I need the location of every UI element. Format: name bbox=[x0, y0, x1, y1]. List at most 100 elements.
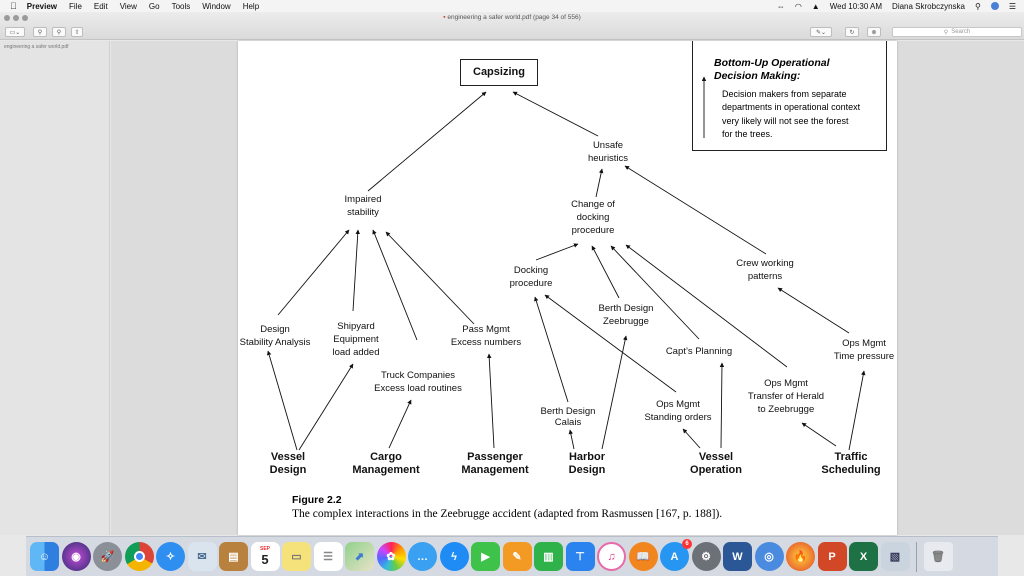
sidebar-toggle-button[interactable]: ▭⌄ bbox=[5, 27, 25, 37]
reminders-icon[interactable]: ☰ bbox=[313, 542, 343, 571]
minimize-window-icon[interactable] bbox=[13, 15, 19, 21]
messages-icon[interactable]: … bbox=[408, 542, 437, 571]
node-capsizing: Capsizing bbox=[460, 59, 538, 86]
callout-box: Bottom-Up Operational Decision Making: D… bbox=[692, 41, 887, 151]
chrome-canary-icon[interactable]: ◎ bbox=[754, 542, 784, 571]
search-icon: ⚲ bbox=[943, 29, 949, 36]
arrow-cargo-to-truck bbox=[388, 399, 412, 449]
node-shipyard: Shipyard Equipment load added bbox=[332, 321, 380, 358]
zoom-in-button[interactable]: ⚲ bbox=[52, 27, 66, 37]
zoom-out-button[interactable]: ⚲ bbox=[33, 27, 47, 37]
rotate-button[interactable]: ↻ bbox=[845, 27, 859, 37]
excel-icon[interactable]: X bbox=[849, 542, 878, 571]
dock-separator bbox=[916, 541, 917, 572]
app-store-icon[interactable]: A 6 bbox=[660, 539, 692, 571]
pdf-page[interactable]: Bottom-Up Operational Decision Making: D… bbox=[238, 41, 897, 535]
figure-label: Figure 2.2 bbox=[292, 494, 342, 506]
menu-view[interactable]: View bbox=[112, 1, 137, 11]
powerpoint-icon[interactable]: P bbox=[817, 542, 847, 571]
node-change-docking: Change of docking procedure bbox=[571, 199, 615, 236]
markup-pen-button[interactable]: ✎⌄ bbox=[810, 27, 832, 37]
menu-window[interactable]: Window bbox=[195, 1, 230, 11]
callout-title: Bottom-Up Operational Decision Making: bbox=[714, 57, 830, 82]
search-input[interactable]: ⚲ Search bbox=[892, 27, 1022, 37]
node-berth-calais: Berth Design Calais bbox=[540, 406, 596, 428]
upload-icon[interactable]: ▲ bbox=[811, 1, 820, 11]
keynote-icon[interactable]: ⊤ bbox=[565, 542, 595, 571]
numbers-icon[interactable]: ▥ bbox=[534, 542, 563, 571]
node-ops-standing: Ops Mgmt Standing orders bbox=[644, 399, 712, 423]
airplay-icon[interactable]: ⇔ bbox=[776, 1, 785, 11]
arrow-change-to-unsafe bbox=[595, 168, 604, 198]
facetime-icon[interactable]: ▶ bbox=[471, 542, 500, 571]
photos-icon[interactable]: ✿ bbox=[376, 542, 406, 571]
siri-dock-icon[interactable]: ◉ bbox=[61, 542, 91, 571]
apple-menu-icon[interactable]:  bbox=[10, 1, 17, 11]
mail-icon[interactable]: ✉ bbox=[187, 542, 217, 571]
arrow-herald-to-change bbox=[625, 244, 788, 368]
preview-dock-icon[interactable]: ▧ bbox=[880, 542, 910, 571]
node-berth-zeebrugge: Berth Design Zeebrugge bbox=[598, 303, 654, 327]
node-cargo-management: Cargo Management bbox=[352, 451, 420, 476]
menu-tools[interactable]: Tools bbox=[164, 1, 191, 11]
sidebar-document-item[interactable]: engineering a safer world.pdf bbox=[4, 44, 69, 50]
arrow-passenger-to-pass bbox=[486, 353, 495, 449]
stickies-icon[interactable]: ▭ bbox=[282, 542, 311, 571]
arrow-docking-to-change bbox=[535, 243, 579, 261]
calendar-day: 5 bbox=[261, 552, 269, 567]
calendar-icon[interactable]: SEP 5 bbox=[250, 542, 280, 571]
ibooks-icon[interactable]: 📖 bbox=[628, 542, 658, 571]
arrow-harbor-to-berth-z bbox=[601, 335, 628, 450]
launchpad-icon[interactable]: 🚀 bbox=[93, 542, 122, 571]
menu-help[interactable]: Help bbox=[235, 1, 259, 11]
arrow-traffic-to-time bbox=[848, 370, 866, 451]
pages-icon[interactable]: ✎ bbox=[502, 542, 532, 571]
menu-bar:  Preview File Edit View Go Tools Window… bbox=[0, 0, 1024, 12]
node-docking-procedure: Docking procedure bbox=[509, 265, 553, 289]
spotlight-icon[interactable]: ⚲ bbox=[974, 1, 981, 11]
system-preferences-icon[interactable]: ⚙ bbox=[691, 542, 721, 571]
notes-app-icon[interactable]: ▤ bbox=[219, 542, 248, 571]
messenger-icon[interactable]: ϟ bbox=[439, 542, 469, 571]
trash-icon[interactable]: 🗑 bbox=[923, 542, 953, 571]
arrow-unsafe-to-capsizing bbox=[512, 91, 599, 137]
arrow-harbor-to-berth-calais bbox=[568, 429, 575, 450]
maps-icon[interactable]: ⬈ bbox=[345, 542, 374, 571]
clock[interactable]: Wed 10:30 AM bbox=[829, 1, 883, 11]
node-traffic-scheduling: Traffic Scheduling bbox=[821, 451, 881, 476]
node-impaired-stability: Impaired stability bbox=[344, 194, 382, 218]
menu-edit[interactable]: Edit bbox=[87, 1, 108, 11]
share-button[interactable]: ⇧ bbox=[71, 27, 83, 37]
menu-file[interactable]: File bbox=[62, 1, 82, 11]
node-vessel-operation: Vessel Operation bbox=[690, 451, 742, 476]
word-icon[interactable]: W bbox=[723, 542, 752, 571]
arrow-impaired-to-capsizing bbox=[367, 91, 487, 192]
arrow-time-to-crew bbox=[777, 287, 850, 334]
node-capts-planning: Capt’s Planning bbox=[665, 346, 733, 357]
pdf-icon: ▪ bbox=[443, 14, 446, 21]
user-name[interactable]: Diana Skrobczynska bbox=[892, 1, 965, 11]
arrow-berth-calais-to-docking bbox=[534, 296, 569, 403]
menu-app-name[interactable]: Preview bbox=[20, 1, 57, 11]
callout-body: Decision makers from separate department… bbox=[722, 89, 861, 139]
node-truck-companies: Truck Companies Excess load routines bbox=[374, 370, 462, 394]
firefox-icon[interactable]: 🔥 bbox=[786, 542, 815, 571]
window-titlebar: ▪ engineering a safer world.pdf (page 34… bbox=[0, 12, 1024, 40]
finder-icon[interactable]: ☺ bbox=[30, 542, 59, 571]
itunes-icon[interactable]: ♫ bbox=[597, 542, 626, 571]
arrow-shipyard2-to-impaired bbox=[372, 229, 418, 341]
arrow-shipyard-to-impaired bbox=[352, 229, 360, 312]
safari-icon[interactable]: ✧ bbox=[156, 542, 185, 571]
annotate-button[interactable]: ⊗ bbox=[867, 27, 881, 37]
zoom-window-icon[interactable] bbox=[22, 15, 28, 21]
document-title: ▪ engineering a safer world.pdf (page 34… bbox=[443, 14, 581, 21]
wifi-icon[interactable]: ◠ bbox=[794, 1, 802, 11]
menu-go[interactable]: Go bbox=[142, 1, 160, 11]
chrome-icon[interactable] bbox=[124, 542, 154, 571]
siri-icon[interactable] bbox=[990, 2, 999, 10]
figure-caption: The complex interactions in the Zeebrugg… bbox=[292, 508, 723, 520]
close-window-icon[interactable] bbox=[4, 15, 10, 21]
notification-center-icon[interactable]: ☰ bbox=[1008, 1, 1016, 11]
arrow-vessel-design-to-design bbox=[266, 350, 298, 451]
arrow-standing-to-docking bbox=[544, 294, 677, 393]
